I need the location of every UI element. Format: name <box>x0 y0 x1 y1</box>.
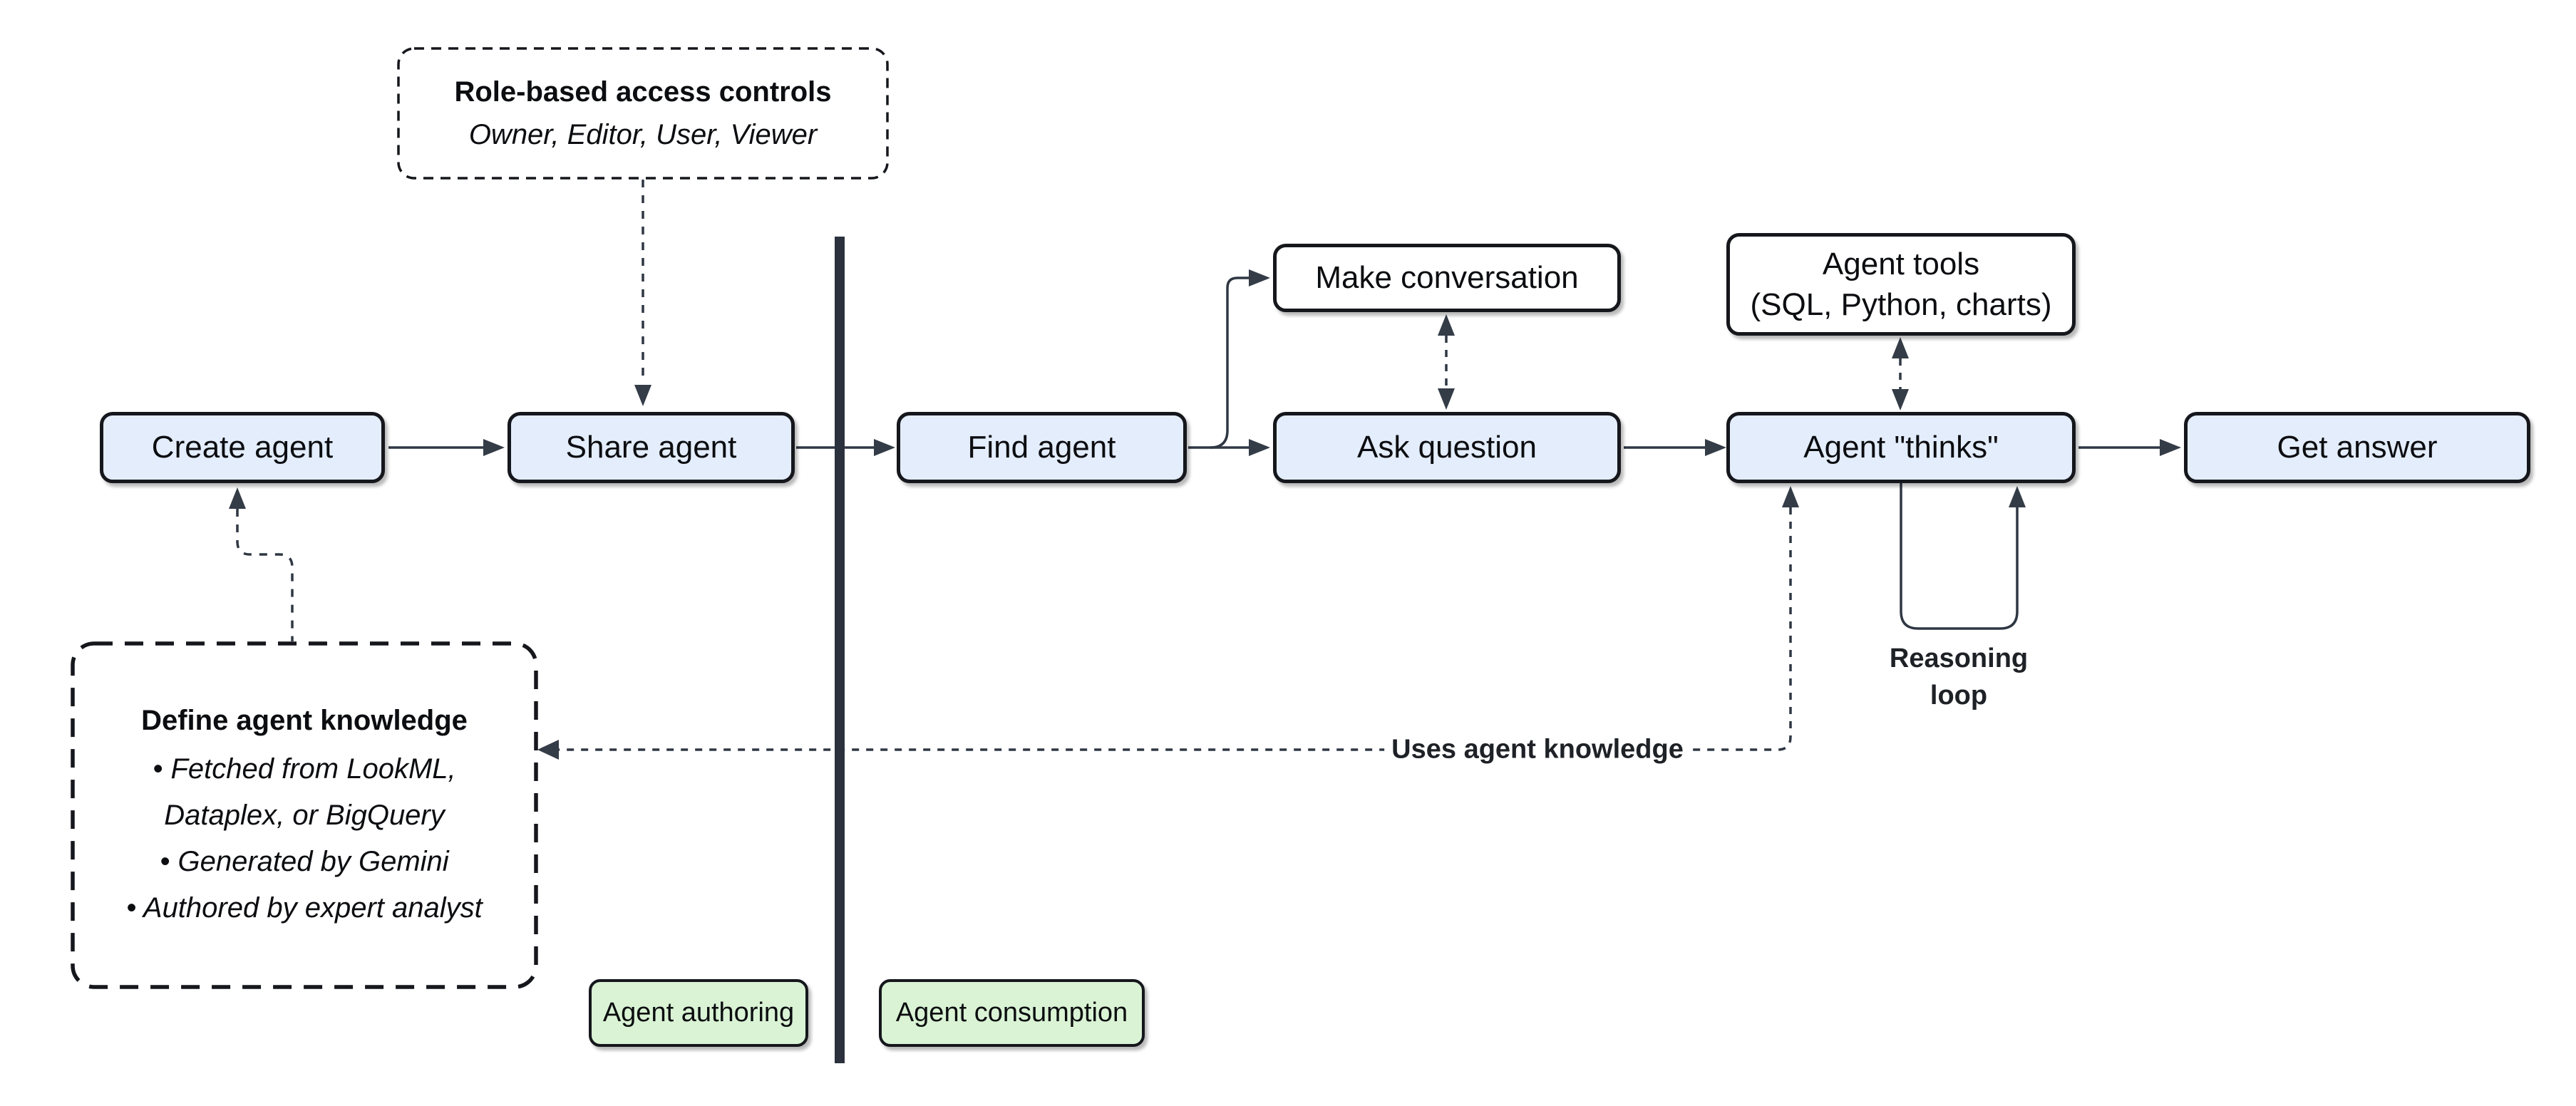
define-knowledge-annotation: Define agent knowledge • Fetched from Lo… <box>73 644 536 987</box>
node-agent-tools: Agent tools (SQL, Python, charts) <box>1726 233 2076 336</box>
node-label: Make conversation <box>1315 260 1579 296</box>
arrowhead <box>1438 388 1455 410</box>
arrowhead <box>537 740 559 760</box>
define-knowledge-bullets: • Fetched from LookML, Dataplex, or BigQ… <box>90 746 519 931</box>
arrowhead <box>2160 439 2181 456</box>
node-label: Find agent <box>967 430 1116 465</box>
node-label-line1: Agent tools <box>1822 246 1980 281</box>
arrowhead <box>1705 439 1726 456</box>
edge-reasoning-loop <box>1900 483 2019 630</box>
node-label: Agent "thinks" <box>1803 430 1999 465</box>
reasoning-loop-label: Reasoning loop <box>1890 640 2028 715</box>
role-access-annotation: Role-based access controls Owner, Editor… <box>398 48 887 178</box>
edge-branch-to-make-conversation <box>1210 276 1249 449</box>
arrowhead <box>2009 486 2026 507</box>
zone-tag-agent-authoring: Agent authoring <box>589 979 808 1047</box>
arrowhead <box>874 439 895 456</box>
arrowhead <box>1438 314 1455 336</box>
arrowhead <box>1782 486 1799 507</box>
node-label-line2: (SQL, Python, charts) <box>1750 287 2052 322</box>
uses-knowledge-text: Uses agent knowledge <box>1391 734 1684 765</box>
edge-uses-knowledge-dashed <box>559 507 1792 751</box>
arrowhead <box>634 385 651 406</box>
node-find-agent: Find agent <box>897 412 1187 483</box>
node-label: Share agent <box>565 430 737 465</box>
zone-label: Agent consumption <box>895 997 1128 1028</box>
node-label: Get answer <box>2277 430 2438 465</box>
node-label: Create agent <box>151 430 334 465</box>
arrowhead <box>1249 269 1270 286</box>
node-share-agent: Share agent <box>508 412 795 483</box>
role-access-title: Role-based access controls <box>454 76 832 108</box>
knowledge-bullet: • Fetched from LookML, Dataplex, or BigQ… <box>153 753 456 832</box>
divider-bar <box>835 237 845 1063</box>
edge-define-to-create-dashed <box>236 509 294 641</box>
arrowhead <box>1892 337 1909 358</box>
arrowhead <box>483 439 505 456</box>
define-knowledge-title: Define agent knowledge <box>141 705 468 737</box>
knowledge-bullet: • Authored by expert analyst <box>126 891 483 924</box>
knowledge-bullet: • Generated by Gemini <box>160 846 449 877</box>
zone-label: Agent authoring <box>602 997 795 1028</box>
reasoning-loop-line2: loop <box>1930 681 1988 711</box>
node-get-answer: Get answer <box>2184 412 2530 483</box>
uses-knowledge-label: Uses agent knowledge <box>1384 733 1691 767</box>
zone-tag-agent-consumption: Agent consumption <box>879 979 1145 1047</box>
node-label: Ask question <box>1357 430 1537 465</box>
node-make-conversation: Make conversation <box>1273 244 1621 312</box>
node-create-agent: Create agent <box>100 412 385 483</box>
arrowhead <box>1249 439 1270 456</box>
node-agent-thinks: Agent "thinks" <box>1726 412 2076 483</box>
node-ask-question: Ask question <box>1273 412 1621 483</box>
reasoning-loop-line1: Reasoning <box>1889 644 2029 673</box>
role-access-roles: Owner, Editor, User, Viewer <box>468 119 818 150</box>
arrowhead <box>1892 389 1909 410</box>
arrowhead <box>229 487 246 509</box>
